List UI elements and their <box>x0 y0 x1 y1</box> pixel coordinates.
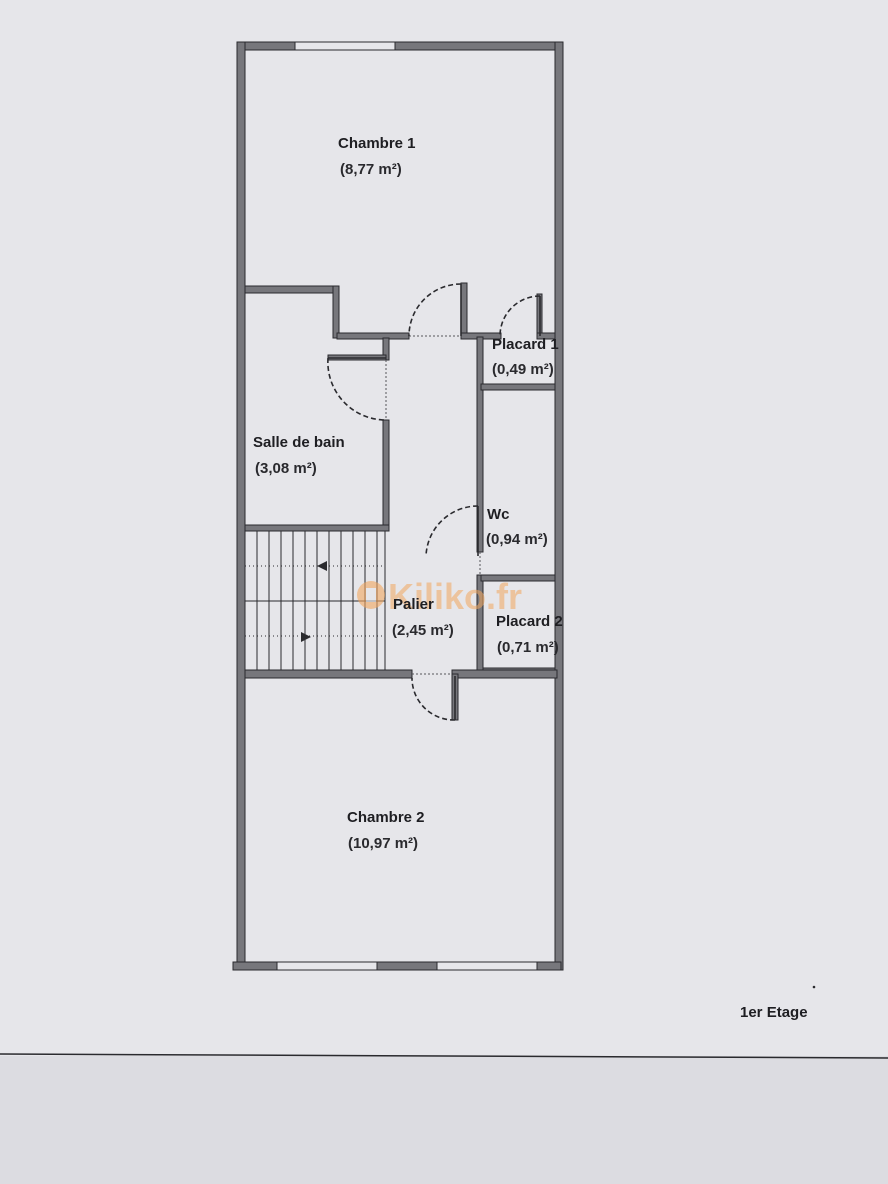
stair-arrow-right-icon <box>301 632 311 642</box>
window-bottom-left <box>276 961 378 971</box>
watermark-logo <box>357 581 385 609</box>
room-name-palier: Palier <box>393 596 434 613</box>
windows <box>276 41 538 971</box>
paper-edge-line <box>0 1053 888 1059</box>
room-name-chambre-2: Chambre 2 <box>347 809 425 826</box>
stair-arrow-left-icon <box>317 561 327 571</box>
window-bottom-right <box>436 961 538 971</box>
room-area-placard-2: (0,71 m²) <box>497 639 559 656</box>
room-name-placard-1: Placard 1 <box>492 336 559 353</box>
ink-dot <box>812 985 816 989</box>
room-name-chambre-1: Chambre 1 <box>338 135 416 152</box>
room-area-chambre-2: (10,97 m²) <box>348 835 418 852</box>
watermark-text: Kiliko.fr <box>388 576 522 617</box>
floor-label: 1er Etage <box>740 1004 808 1021</box>
room-area-placard-1: (0,49 m²) <box>492 361 554 378</box>
room-name-placard-2: Placard 2 <box>496 613 563 630</box>
room-area-salle-de-bain: (3,08 m²) <box>255 460 317 477</box>
room-name-wc: Wc <box>487 506 510 523</box>
room-area-chambre-1: (8,77 m²) <box>340 161 402 178</box>
window-top <box>294 41 396 51</box>
room-area-wc: (0,94 m²) <box>486 531 548 548</box>
door-thresholds <box>385 335 481 675</box>
lower-paper-sheet <box>0 1056 888 1184</box>
outer-walls <box>232 41 564 971</box>
room-area-palier: (2,45 m²) <box>392 622 454 639</box>
door-swings <box>327 283 541 721</box>
room-name-salle-de-bain: Salle de bain <box>253 434 345 451</box>
